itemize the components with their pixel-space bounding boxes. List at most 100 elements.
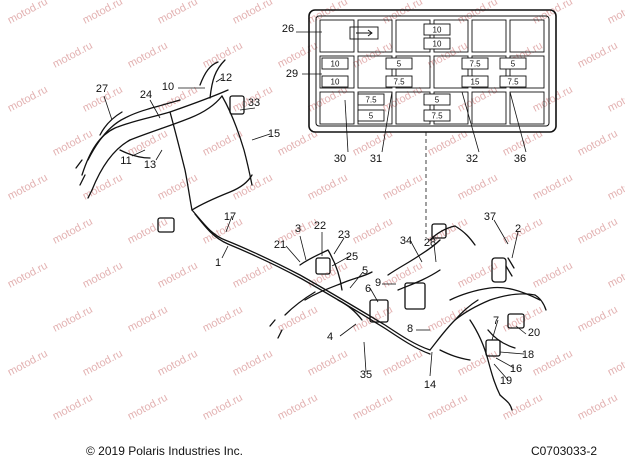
fuse-cavity <box>395 91 431 125</box>
watermark-text: motod.ru <box>606 172 625 203</box>
watermark-text: motod.ru <box>156 348 200 379</box>
watermark-text: motod.ru <box>6 0 50 27</box>
watermark-text: motod.ru <box>606 0 625 27</box>
relay-arrow-icon <box>356 29 373 37</box>
fuse-cavity <box>471 91 507 125</box>
watermark-text: motod.ru <box>201 304 245 335</box>
fuse-cavity <box>395 19 431 53</box>
callout-number: 37 <box>484 211 496 223</box>
watermark-text: motod.ru <box>531 348 575 379</box>
watermark-text: motod.ru <box>576 216 620 247</box>
fuse-cavity <box>433 19 469 53</box>
fuse-rating-label: 7.5 <box>469 60 481 69</box>
fuse-cavity <box>357 91 393 125</box>
watermark-text: motod.ru <box>126 40 170 71</box>
watermark-text: motod.ru <box>156 260 200 291</box>
fuse-rating-label: 10 <box>433 26 442 35</box>
fuse-rating-label: 5 <box>435 96 440 105</box>
callout-number: 16 <box>510 363 522 375</box>
watermark-text: motod.ru <box>381 172 425 203</box>
watermark-text: motod.ru <box>456 348 500 379</box>
watermark-text: motod.ru <box>426 304 470 335</box>
callout-number: 18 <box>522 349 534 361</box>
callout-number: 20 <box>528 327 540 339</box>
fuse-rating-label: 5 <box>397 60 402 69</box>
watermark-text: motod.ru <box>231 0 275 27</box>
callout-number: 33 <box>248 97 260 109</box>
fuse-cavity <box>433 55 469 89</box>
callout-number: 13 <box>144 159 156 171</box>
fuse-cavity <box>319 55 355 89</box>
fuse-cavity <box>319 91 355 125</box>
callout-number: 15 <box>268 128 280 140</box>
fuse-cavity <box>395 55 431 89</box>
watermark-text: motod.ru <box>351 392 395 423</box>
fuse-rating-label: 7.5 <box>431 112 443 121</box>
watermark-text: motod.ru <box>606 84 625 115</box>
watermark-text: motod.ru <box>576 392 620 423</box>
watermark-text: motod.ru <box>456 260 500 291</box>
watermark-text: motod.ru <box>381 348 425 379</box>
fuse-body <box>423 23 451 36</box>
watermark-text: motod.ru <box>231 260 275 291</box>
callout-number: 30 <box>334 153 346 165</box>
callout-number: 19 <box>500 375 512 387</box>
copyright-notice: © 2019 Polaris Industries Inc. <box>86 444 243 458</box>
callout-number: 31 <box>370 153 382 165</box>
fuse-body <box>461 57 489 70</box>
callout-number: 28 <box>424 237 436 249</box>
fuse-body <box>499 57 527 70</box>
watermark-text: motod.ru <box>201 392 245 423</box>
watermark-text: motod.ru <box>6 84 50 115</box>
callout-number: 36 <box>514 153 526 165</box>
callout-number: 8 <box>407 323 413 335</box>
fuse-rating-label: 7.5 <box>393 78 405 87</box>
watermark-text: motod.ru <box>306 260 350 291</box>
part-number: C0703033-2 <box>530 444 597 458</box>
watermark-text: motod.ru <box>81 260 125 291</box>
watermark-text: motod.ru <box>231 172 275 203</box>
watermark-text: motod.ru <box>201 40 245 71</box>
fuse-box-outer <box>308 9 557 133</box>
watermark-text: motod.ru <box>576 40 620 71</box>
watermark-text: motod.ru <box>51 392 95 423</box>
callout-number: 3 <box>295 223 301 235</box>
leader-lines <box>103 31 527 381</box>
callout-number: 10 <box>162 81 174 93</box>
watermark-text: motod.ru <box>6 348 50 379</box>
watermark-text: motod.ru <box>606 348 625 379</box>
fuse-rating-label: 7.5 <box>365 96 377 105</box>
fuse-cavity <box>319 19 355 53</box>
fuse-body <box>499 75 527 88</box>
fuse-cavity <box>433 91 469 125</box>
watermark-text: motod.ru <box>501 392 545 423</box>
callout-number: 7 <box>493 315 499 327</box>
watermark-text: motod.ru <box>606 260 625 291</box>
callout-number: 35 <box>360 369 372 381</box>
callout-number: 9 <box>375 277 381 289</box>
watermark-text: motod.ru <box>501 216 545 247</box>
watermark-text: motod.ru <box>156 172 200 203</box>
callout-number: 4 <box>327 331 333 343</box>
watermark-text: motod.ru <box>276 40 320 71</box>
fuse-rating-label: 15 <box>471 78 480 87</box>
fuse-cavity <box>509 19 545 53</box>
callout-number: 26 <box>282 23 294 35</box>
watermark-text: motod.ru <box>6 172 50 203</box>
watermark-text: motod.ru <box>306 0 350 27</box>
fuse-cavity <box>509 91 545 125</box>
watermark-text: motod.ru <box>276 392 320 423</box>
callout-number: 1 <box>215 257 221 269</box>
fuse-body <box>385 57 413 70</box>
callout-number: 2 <box>515 223 521 235</box>
callout-number: 12 <box>220 72 232 84</box>
fuse-cavity <box>471 19 507 53</box>
callout-number: 29 <box>286 68 298 80</box>
callout-number: 32 <box>466 153 478 165</box>
watermark-text: motod.ru <box>81 0 125 27</box>
callout-number: 14 <box>424 379 436 391</box>
callout-number: 27 <box>96 83 108 95</box>
fuse-body <box>385 75 413 88</box>
watermark-text: motod.ru <box>126 128 170 159</box>
